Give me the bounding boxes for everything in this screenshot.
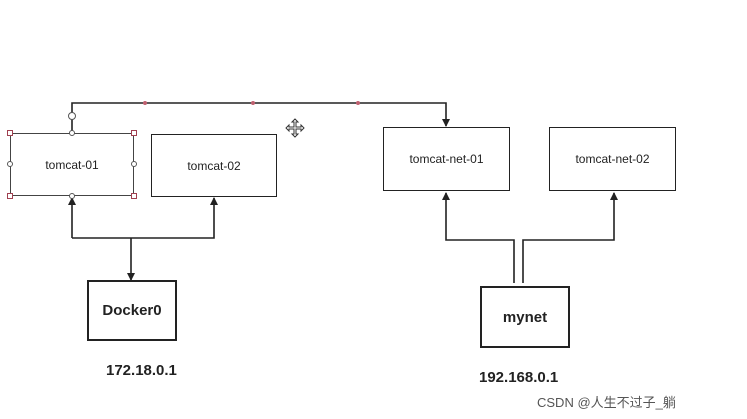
wire-mynet-tomcatnet01 [442, 192, 515, 283]
selection-handle[interactable] [131, 130, 137, 136]
container-tomcat-net-01[interactable]: tomcat-net-01 [383, 127, 510, 191]
selection-handle[interactable] [69, 130, 75, 136]
bridge-label: Docker0 [102, 302, 162, 319]
move-cursor-icon [285, 118, 305, 138]
container-tomcat-net-02[interactable]: tomcat-net-02 [549, 127, 676, 191]
container-label: tomcat-01 [45, 157, 99, 172]
selection-handle[interactable] [131, 161, 137, 167]
selection-handle[interactable] [7, 193, 13, 199]
bridge-docker0[interactable]: Docker0 [87, 280, 177, 341]
container-tomcat-02[interactable]: tomcat-02 [151, 134, 277, 197]
wire-mynet-tomcatnet02 [522, 192, 618, 283]
docker0-ip-label: 172.18.0.1 [106, 362, 177, 379]
rotate-handle[interactable] [68, 112, 76, 120]
container-tomcat-01[interactable]: tomcat-01 [10, 133, 134, 196]
container-label: tomcat-net-02 [575, 152, 650, 166]
watermark-text: CSDN @人生不过子_躺 [537, 395, 676, 410]
selection-handle[interactable] [7, 130, 13, 136]
mynet-ip-label: 192.168.0.1 [479, 369, 559, 386]
wire-docker0-tomcat02 [72, 197, 218, 239]
container-label: tomcat-02 [187, 158, 241, 173]
selection-handle[interactable] [131, 193, 137, 199]
selection-handle[interactable] [7, 161, 13, 167]
bridge-label: mynet [502, 308, 548, 326]
bridge-mynet[interactable]: mynet [480, 286, 570, 348]
container-label: tomcat-net-01 [409, 152, 484, 166]
selection-handle[interactable] [69, 193, 75, 199]
